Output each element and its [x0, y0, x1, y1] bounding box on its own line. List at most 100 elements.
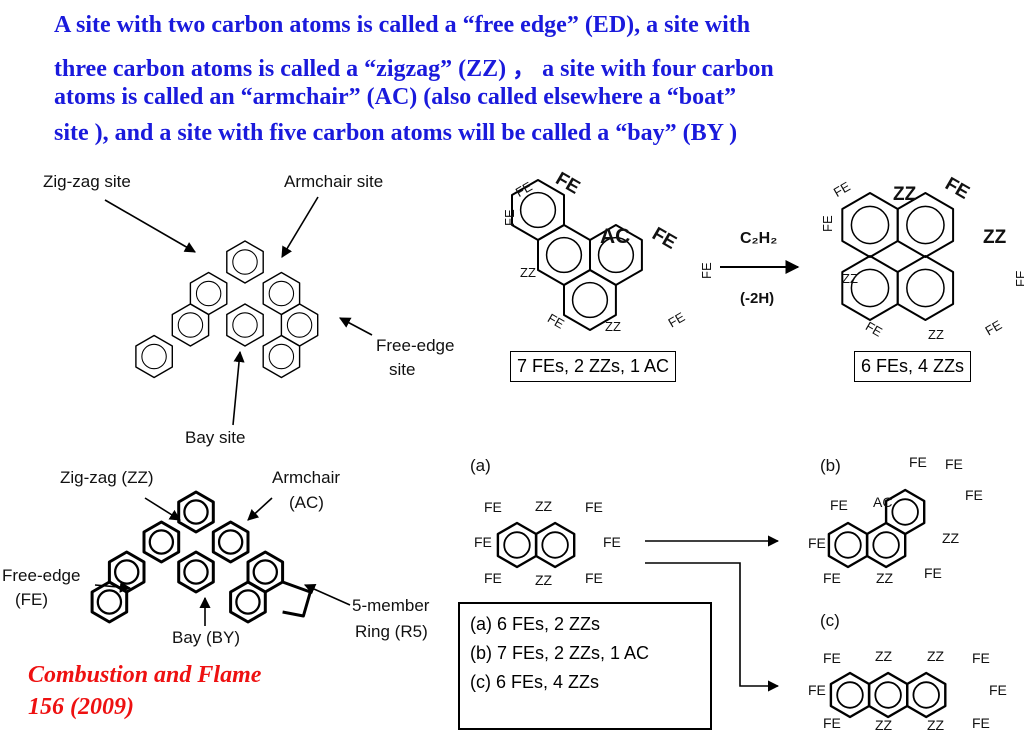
- site-fe-label: FE: [585, 570, 603, 586]
- hexagon-ring: [534, 521, 576, 569]
- site-zz-label: ZZ: [983, 227, 1007, 248]
- site-zz-label: ZZ: [942, 530, 960, 546]
- five-member-ring-label-2: Ring (R5): [355, 622, 428, 641]
- aromatic-circle: [519, 191, 557, 229]
- site-fe-label: FE: [924, 565, 942, 581]
- title-line-1: A site with two carbon atoms is called a…: [54, 12, 751, 38]
- diagram-arrows: [94, 196, 800, 692]
- aromatic-circle: [141, 343, 167, 370]
- site-zz-label: ZZ: [928, 327, 944, 342]
- pointer-arrow: [281, 196, 319, 258]
- aromatic-circle: [195, 280, 222, 307]
- hexagon-ring: [841, 255, 899, 321]
- site-ac-label: AC: [873, 494, 892, 510]
- bay-by-label: Bay (BY): [172, 628, 241, 647]
- site-fe-label: FE: [945, 456, 963, 472]
- aromatic-circle: [235, 589, 261, 615]
- site-ac-label: AC: [600, 225, 630, 248]
- hexagon-ring: [142, 520, 181, 564]
- site-zz-label: ZZ: [605, 319, 621, 334]
- site-fe-label: FE: [648, 223, 680, 253]
- aromatic-circle: [571, 281, 609, 319]
- site-fe-label: FE: [823, 650, 841, 666]
- panel-c-label: (c): [820, 611, 840, 630]
- pointer-arrow: [144, 497, 181, 521]
- site-zz-label: ZZ: [842, 271, 858, 286]
- site-fe-label: FE: [513, 178, 535, 199]
- reactant-count-box: 7 FEs, 2 ZZs, 1 AC: [510, 351, 677, 382]
- free-edge-fe-label: Free-edge: [2, 566, 81, 585]
- pointer-arrow: [104, 199, 196, 253]
- hexagon-ring: [262, 334, 301, 379]
- product-count-box: 6 FEs, 4 ZZs: [854, 351, 972, 382]
- site-fe-label: FE: [545, 310, 567, 331]
- site-fe-label: FE: [484, 570, 502, 586]
- title-line-2: three carbon atoms is called a “zigzag” …: [54, 56, 774, 82]
- site-zz-label: ZZ: [875, 717, 893, 733]
- title-line-4: site ), and a site with five carbon atom…: [54, 120, 738, 146]
- hexagon-ring: [537, 224, 591, 286]
- loss-label: (-2H): [740, 290, 774, 307]
- hexagon-ring: [229, 580, 267, 624]
- site-fe-label: FE: [808, 535, 826, 551]
- site-fe-label: FE: [831, 178, 853, 199]
- site-fe-label: FE: [603, 534, 621, 550]
- aromatic-circle: [597, 236, 635, 274]
- site-zz-label: ZZ: [893, 184, 917, 205]
- aromatic-circle: [836, 681, 864, 709]
- summary-line-b: (b) 7 FEs, 2 ZZs, 1 AC: [470, 643, 650, 663]
- pointer-arrow: [232, 350, 245, 426]
- pointer-arrow: [339, 317, 373, 336]
- aromatic-circle: [232, 312, 258, 338]
- aromatic-circle: [906, 205, 945, 245]
- site-fe-label: FE: [941, 173, 973, 203]
- aromatic-circle: [850, 205, 890, 245]
- reactant-count-text: 7 FEs, 2 ZZs, 1 AC: [517, 356, 670, 376]
- hexagon-ring: [841, 192, 899, 258]
- site-fe-label: FE: [502, 209, 517, 226]
- site-fe-label: FE: [972, 650, 990, 666]
- branch-arrow: [645, 562, 780, 692]
- aromatic-circle: [906, 268, 945, 308]
- five-member-ring-label: 5-member: [352, 596, 430, 615]
- citation-line-1: Combustion and Flame: [28, 662, 262, 688]
- aromatic-circle: [183, 559, 209, 585]
- summary-line-c: (c) 6 FEs, 4 ZZs: [470, 672, 600, 692]
- site-fe-label: FE: [989, 682, 1007, 698]
- site-fe-label: FE: [1013, 270, 1024, 287]
- aromatic-circle: [268, 280, 295, 307]
- aromatic-circle: [286, 312, 313, 338]
- site-fe-label: FE: [982, 317, 1004, 338]
- site-zz-label: ZZ: [927, 648, 945, 664]
- aromatic-circle: [148, 529, 175, 555]
- site-fe-label: FE: [823, 715, 841, 731]
- aromatic-circle: [872, 531, 900, 559]
- zigzag-site-label: Zig-zag site: [43, 172, 131, 191]
- armchair-ac-label-2: (AC): [289, 493, 324, 512]
- free-edge-fe-label-2: (FE): [15, 590, 49, 609]
- site-zz-label: ZZ: [927, 717, 945, 733]
- site-fe-label: FE: [972, 715, 990, 731]
- aromatic-circle: [891, 498, 919, 526]
- product-count-text: 6 FEs, 4 ZZs: [861, 356, 965, 376]
- title-line-3: atoms is called an “armchair” (AC) (also…: [54, 84, 737, 110]
- pointer-arrow: [247, 497, 273, 521]
- armchair-site-label: Armchair site: [284, 172, 384, 191]
- aromatic-circle: [503, 531, 531, 559]
- citation-line-2: 156 (2009): [28, 694, 134, 720]
- site-fe-label: FE: [820, 215, 835, 232]
- bay-site-label: Bay site: [185, 428, 246, 447]
- site-zz-label: ZZ: [535, 498, 553, 514]
- site-fe-label: FE: [965, 487, 983, 503]
- aromatic-circle: [850, 268, 890, 308]
- site-zz-label: ZZ: [875, 648, 893, 664]
- aromatic-circle: [217, 529, 244, 555]
- free-edge-site-label: Free-edge: [376, 336, 455, 355]
- aromatic-circle: [113, 559, 140, 585]
- hexagon-ring: [226, 303, 264, 347]
- aromatic-circle: [834, 531, 862, 559]
- site-fe-label: FE: [830, 497, 848, 513]
- hexagon-ring: [563, 269, 617, 331]
- hexagon-ring: [896, 255, 955, 321]
- panel-a-label: (a): [470, 456, 491, 475]
